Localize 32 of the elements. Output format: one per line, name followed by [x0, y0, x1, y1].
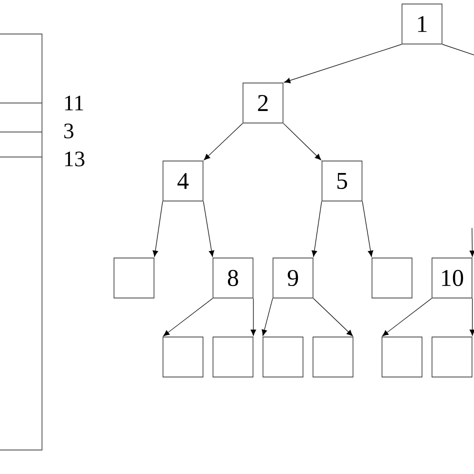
empty-box [312, 336, 354, 378]
node-box: 5 [322, 160, 362, 202]
arrow [203, 201, 214, 257]
node-box: 8 [212, 258, 254, 298]
arrow [283, 123, 322, 160]
empty-box [372, 258, 412, 298]
arrow [262, 298, 273, 336]
empty-box [114, 258, 154, 298]
arrow [312, 201, 322, 257]
value-label: 11 [65, 96, 84, 110]
empty-box [162, 336, 204, 378]
value-label: 3 [64, 124, 74, 138]
empty-box [432, 336, 472, 378]
empty-box [212, 336, 254, 378]
arrow [362, 201, 374, 257]
node-box: 10 [432, 258, 472, 298]
arrow [313, 298, 353, 336]
arrow [163, 298, 213, 336]
arrow [382, 298, 432, 336]
value-label: 13 [65, 152, 84, 166]
empty-box [382, 336, 422, 378]
arrow [250, 298, 256, 336]
arrow [152, 201, 163, 257]
arrow [284, 44, 402, 84]
arrow [204, 123, 243, 160]
empty-box [262, 336, 304, 378]
node-box: 1 [402, 4, 442, 44]
arrow [470, 228, 474, 257]
node-box: 9 [272, 258, 314, 298]
node-box: 4 [162, 160, 204, 202]
arrow [470, 298, 474, 336]
node-box: 2 [242, 82, 284, 124]
